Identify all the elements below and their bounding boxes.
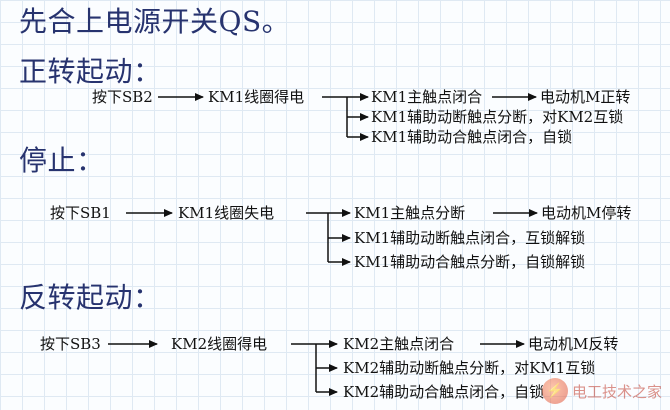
watermark: ⚡ 电工技术之家 [541,378,662,404]
intro-heading: 先合上电源开关QS。 [19,5,291,38]
watermark-text: 电工技术之家 [571,382,662,401]
forward-result: 电动机M正转 [540,88,631,106]
reverse-trigger: 按下SB3 [40,335,101,353]
stop-branch1: KM1主触点分断 [354,204,466,222]
stop-coil: KM1线圈失电 [178,204,275,222]
stop-heading: 停止： [19,144,105,177]
reverse-coil: KM2线圈得电 [171,335,268,353]
reverse-branch3: KM2辅助动合触点闭合，自锁 [343,383,545,401]
forward-coil: KM1线圈得电 [208,88,305,106]
forward-branch3: KM1辅助动合触点闭合，自锁 [371,128,573,146]
stop-trigger: 按下SB1 [50,204,111,222]
forward-trigger: 按下SB2 [92,88,153,106]
reverse-result: 电动机M反转 [528,335,619,353]
forward-branch2: KM1辅助动断触点分断，对KM2互锁 [371,108,624,126]
stop-branch2: KM1辅助动断触点闭合，互锁解锁 [354,229,586,247]
stop-result: 电动机M停转 [541,204,632,222]
reverse-heading: 反转起动： [19,281,162,314]
logo-icon: ⚡ [541,378,568,404]
stop-branch3: KM1辅助动合触点分断，自锁解锁 [354,253,586,271]
forward-heading: 正转起动： [19,55,162,88]
reverse-branch2: KM2辅助动断触点分断，对KM1互锁 [343,359,596,377]
forward-branch1: KM1主触点闭合 [371,88,483,106]
reverse-branch1: KM2主触点闭合 [343,335,455,353]
